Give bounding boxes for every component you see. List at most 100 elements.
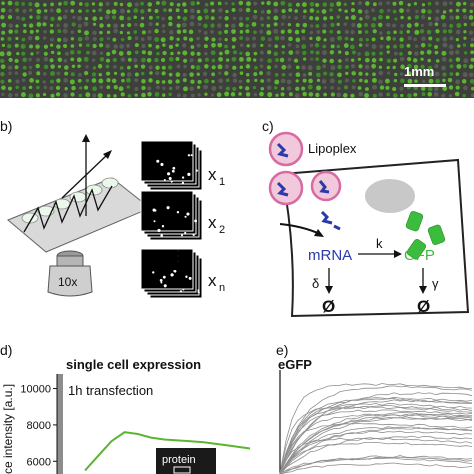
cell-spot: [185, 275, 188, 278]
fluorescent-spot: [197, 15, 203, 21]
fluorescent-spot: [177, 15, 181, 20]
cell-spot: [190, 154, 193, 157]
fluorescent-spot: [356, 23, 362, 29]
fluorescent-spot: [15, 8, 20, 13]
fluorescent-spot: [419, 29, 425, 34]
fluorescent-spot: [63, 23, 69, 28]
fluorescent-spot: [176, 2, 181, 7]
fluorescent-spot: [308, 71, 313, 76]
fluorescent-spot: [406, 57, 412, 62]
fluorescent-spot: [273, 15, 279, 21]
fluorescent-spot: [118, 86, 124, 92]
lipoplex-outside: [268, 131, 304, 167]
fluorescent-spot: [63, 77, 69, 83]
fluorescent-spot: [330, 22, 335, 28]
frame-sub-1: 1: [219, 176, 225, 188]
fluorescent-spot: [99, 85, 104, 90]
fluorescent-spot: [449, 23, 454, 28]
fluorescent-spot: [49, 29, 55, 34]
fluorescent-spot: [154, 28, 159, 34]
fluorescent-spot: [162, 43, 166, 47]
fluorescent-spot: [254, 78, 258, 82]
fluorescent-spot: [407, 50, 412, 56]
fluorescent-spot: [76, 57, 82, 63]
fluorescent-spot: [357, 86, 362, 90]
cell-spot: [182, 288, 185, 291]
fluorescent-spot: [161, 71, 166, 76]
fluorescent-spot: [295, 65, 300, 70]
fluorescent-spot: [14, 65, 19, 70]
fluorescent-spot: [322, 23, 327, 28]
fluorescent-spot: [372, 93, 377, 98]
cell-trace: [279, 404, 473, 474]
fluorescent-spot: [1, 30, 6, 35]
panel-c-diagram: Lipoplex mRNA GFP k δ γ Ø Ø: [268, 131, 470, 318]
cell-trace: [279, 383, 472, 474]
fluorescent-spot-array: [0, 0, 474, 98]
fluorescent-spot: [350, 8, 355, 13]
fluorescent-spot: [42, 80, 46, 84]
fluorescent-spot: [329, 78, 335, 84]
fluorescent-spot: [225, 9, 229, 14]
fluorescent-spot: [351, 85, 356, 90]
fluorescent-spot: [392, 9, 397, 14]
fluorescent-spot: [99, 51, 104, 55]
fluorescent-spot: [316, 85, 322, 91]
transfection-marker: [57, 374, 63, 474]
fluorescent-spot: [98, 72, 103, 77]
fluorescent-spot: [197, 93, 201, 97]
fluorescent-spot: [399, 37, 404, 42]
fluorescent-spot: [301, 65, 306, 70]
fluorescent-spot: [56, 44, 61, 49]
fluorescent-spot: [7, 65, 13, 70]
fluorescent-spot: [364, 30, 369, 34]
fluorescent-spot: [112, 37, 117, 42]
cell-spot: [166, 206, 170, 210]
fluorescent-spot: [154, 8, 159, 14]
fluorescent-spot: [91, 58, 96, 62]
fluorescent-spot: [141, 78, 146, 84]
fluorescent-spot: [98, 2, 104, 7]
fluorescent-spot: [125, 43, 131, 48]
fluorescent-spot: [337, 72, 342, 78]
fluorescent-spot: [204, 2, 209, 7]
fluorescent-spot: [337, 79, 343, 84]
fluorescent-spot: [315, 50, 320, 55]
fluorescent-spot: [281, 45, 285, 49]
fluorescent-spot: [406, 43, 411, 48]
fluorescent-spot: [301, 29, 306, 34]
fluorescent-spot: [183, 36, 188, 41]
fluorescent-spot: [238, 92, 242, 96]
fluorescent-spot: [413, 2, 418, 6]
cell-trace: [279, 457, 473, 474]
fluorescent-spot: [161, 80, 166, 84]
fluorescent-spot: [62, 15, 68, 20]
image-frame: [140, 190, 194, 232]
fluorescent-spot: [232, 72, 237, 78]
fluorescent-spot: [77, 78, 82, 83]
fluorescent-spot: [126, 31, 131, 35]
gfp-degradation-symbol: Ø: [417, 297, 430, 316]
fluorescent-spot: [147, 50, 153, 56]
fluorescent-spot: [267, 92, 273, 98]
fluorescent-spot: [219, 51, 223, 56]
fluorescent-spot: [351, 50, 356, 55]
fluorescent-spot: [113, 71, 118, 76]
fluorescent-spot: [182, 93, 187, 98]
fluorescent-spot: [50, 37, 54, 42]
fluorescent-spot: [378, 14, 383, 20]
nucleus: [365, 179, 415, 213]
fluorescent-spot: [470, 50, 474, 55]
fluorescent-spot: [448, 58, 453, 63]
cell-spot: [163, 179, 166, 181]
fluorescent-spot: [421, 92, 426, 97]
fluorescent-spot: [92, 16, 98, 21]
fluorescent-spot: [0, 64, 6, 70]
fluorescent-spot: [197, 79, 202, 85]
fluorescent-spot: [315, 57, 320, 62]
fluorescent-spot: [427, 1, 432, 6]
cell-trace: [279, 406, 473, 474]
fluorescent-spot: [210, 29, 214, 34]
fluorescent-spot: [218, 30, 222, 35]
fluorescent-spot: [85, 65, 89, 69]
